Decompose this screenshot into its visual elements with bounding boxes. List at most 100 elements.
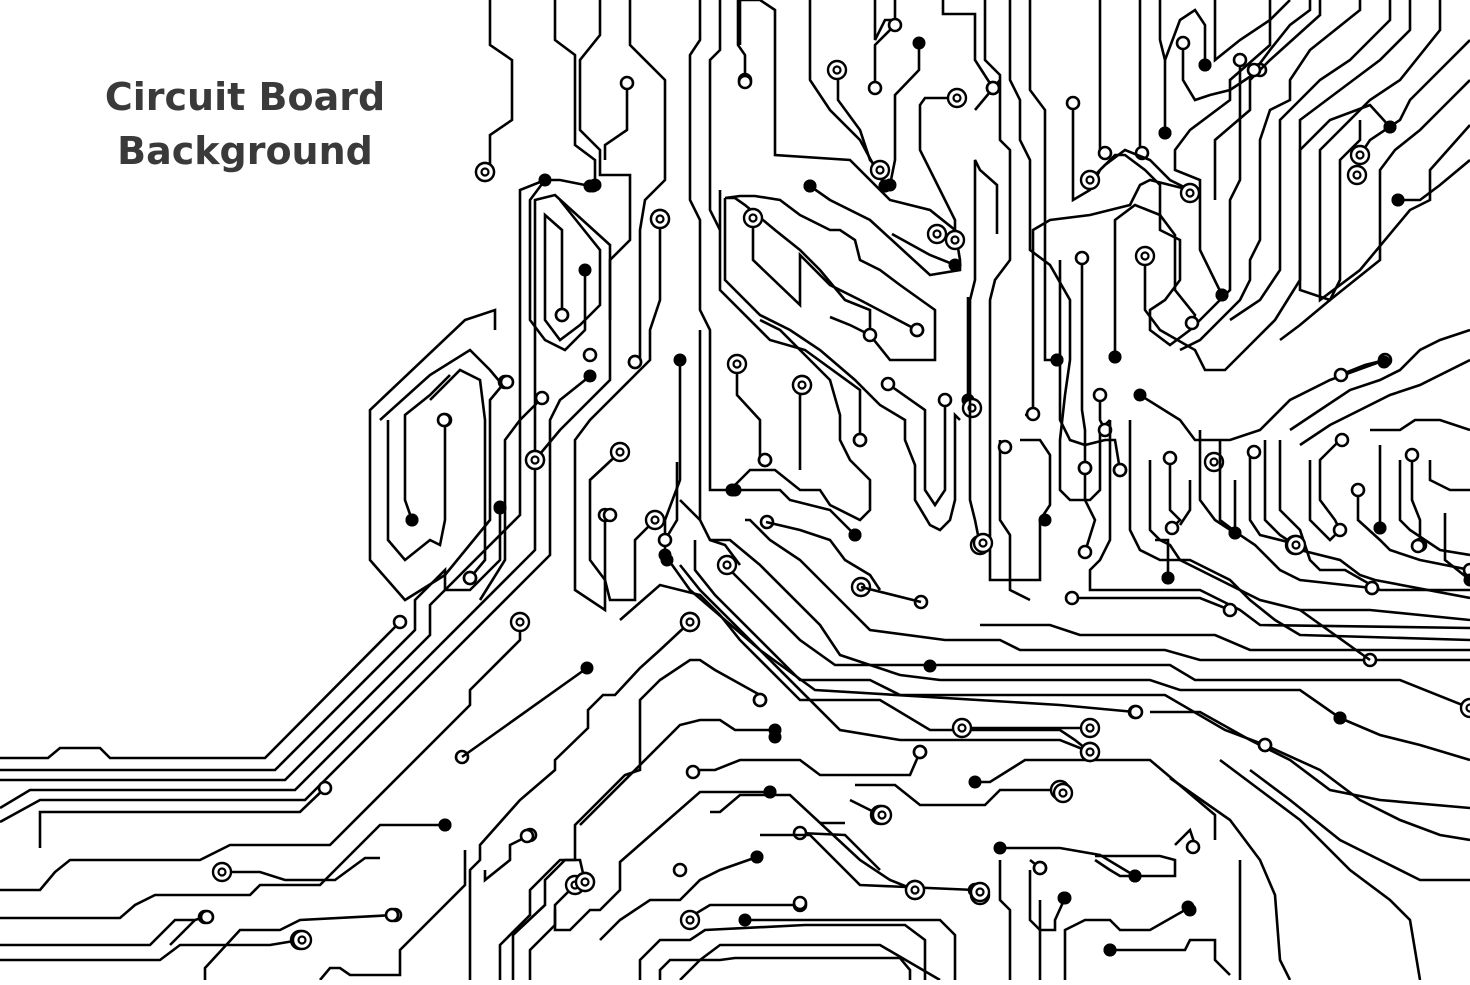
circuit-trace	[680, 958, 910, 980]
solder-pad-open	[1114, 464, 1126, 476]
solder-pad-open	[854, 434, 866, 446]
solder-pad-open	[1066, 592, 1078, 604]
solder-pad-ring	[1081, 719, 1099, 737]
solder-pad-open	[739, 76, 751, 88]
solder-pad-open	[794, 827, 806, 839]
solder-pad-ring	[1136, 247, 1154, 265]
circuit-trace	[1180, 480, 1190, 525]
circuit-trace	[530, 885, 575, 980]
solder-pad-filled	[1109, 351, 1122, 364]
solder-pad-open	[556, 309, 568, 321]
solder-pad-open	[536, 392, 548, 404]
circuit-trace	[1340, 718, 1470, 760]
solder-pad-open	[1130, 706, 1142, 718]
title-block: Circuit Board Background	[80, 70, 410, 178]
solder-pad-filled	[1051, 354, 1064, 367]
circuit-trace	[1250, 450, 1470, 598]
solder-pad-filled	[769, 731, 782, 744]
circuit-trace	[1255, 0, 1310, 70]
solder-pad-ring	[744, 209, 762, 227]
solder-pad-open	[621, 77, 633, 89]
circuit-trace	[605, 83, 627, 160]
circuit-trace	[888, 384, 945, 505]
solder-pad-open	[1248, 446, 1260, 458]
solder-pad-open	[1248, 64, 1260, 76]
solder-pad-ring	[793, 376, 811, 394]
solder-pad-filled	[1384, 121, 1397, 134]
solder-pad-filled	[1199, 59, 1212, 72]
solder-pad-open	[999, 441, 1011, 453]
solder-pad-open	[629, 356, 641, 368]
solder-pad-open	[869, 82, 881, 94]
solder-pad-ring	[718, 556, 736, 574]
circuit-trace	[462, 668, 587, 757]
solder-pad-ring	[928, 225, 946, 243]
solder-pad-open	[1164, 452, 1176, 464]
solder-pad-open	[1177, 37, 1189, 49]
circuit-trace	[1000, 440, 1030, 600]
circuit-trace	[1400, 460, 1470, 555]
solder-pad-filled	[1216, 289, 1229, 302]
solder-pad-filled	[994, 842, 1007, 855]
title-line-2: Background	[80, 124, 410, 178]
solder-pad-ring	[646, 511, 664, 529]
solder-pad-open	[584, 349, 596, 361]
solder-pad-open	[889, 19, 901, 31]
solder-pad-open	[987, 82, 999, 94]
circuit-trace	[1100, 0, 1105, 153]
solder-pad-open	[604, 509, 616, 521]
circuit-trace	[430, 370, 485, 578]
circuit-trace	[1280, 440, 1470, 590]
circuit-trace	[0, 622, 400, 758]
solder-pad-ring	[1081, 171, 1099, 189]
solder-pad-open	[882, 378, 894, 390]
circuit-trace	[1280, 80, 1470, 340]
circuit-trace	[545, 200, 600, 340]
circuit-trace	[0, 376, 590, 822]
circuit-trace	[1065, 910, 1190, 980]
solder-pad-open	[911, 324, 923, 336]
solder-pad-filled	[751, 851, 764, 864]
circuit-trace	[1073, 60, 1240, 345]
solder-pad-ring	[873, 806, 891, 824]
solder-pad-filled	[1058, 892, 1071, 905]
solder-pad-open	[759, 454, 771, 466]
circuit-trace	[1220, 760, 1420, 980]
solder-pad-filled	[1159, 127, 1172, 140]
solder-pad-open	[1336, 434, 1348, 446]
circuit-trace	[170, 920, 195, 945]
solder-pad-ring	[1351, 146, 1369, 164]
circuit-trace	[555, 0, 595, 185]
solder-pad-filled	[1392, 194, 1405, 207]
circuit-trace	[710, 540, 1340, 718]
circuit-trace	[1110, 940, 1230, 975]
solder-pad-open	[1099, 147, 1111, 159]
solder-pad-filled	[579, 264, 592, 277]
solder-pad-ring	[213, 863, 231, 881]
solder-pad-filled	[1229, 527, 1242, 540]
solder-pad-open	[319, 782, 331, 794]
circuit-trace	[970, 160, 997, 545]
solder-pad-ring	[1348, 166, 1366, 184]
solder-pad-filled	[494, 501, 507, 514]
solder-pad-filled	[913, 37, 926, 50]
solder-pad-ring	[906, 881, 924, 899]
solder-pad-open	[1234, 54, 1246, 66]
circuit-trace	[1085, 470, 1095, 552]
solder-pad-open	[754, 694, 766, 706]
circuit-trace	[630, 0, 665, 362]
circuit-trace	[920, 98, 957, 240]
solder-pad-open	[1334, 524, 1346, 536]
circuit-trace	[970, 760, 1215, 840]
circuit-trace	[485, 0, 512, 172]
circuit-trace	[1290, 330, 1470, 430]
solder-pad-open	[1366, 582, 1378, 594]
solder-pad-filled	[804, 180, 817, 193]
solder-pad-filled	[739, 914, 752, 927]
solder-pad-filled	[406, 514, 419, 527]
circuit-trace	[1320, 440, 1340, 530]
solder-pad-ring	[974, 534, 992, 552]
solder-pad-ring	[1461, 699, 1470, 717]
solder-pad-ring	[948, 89, 966, 107]
circuit-trace	[1072, 598, 1230, 610]
